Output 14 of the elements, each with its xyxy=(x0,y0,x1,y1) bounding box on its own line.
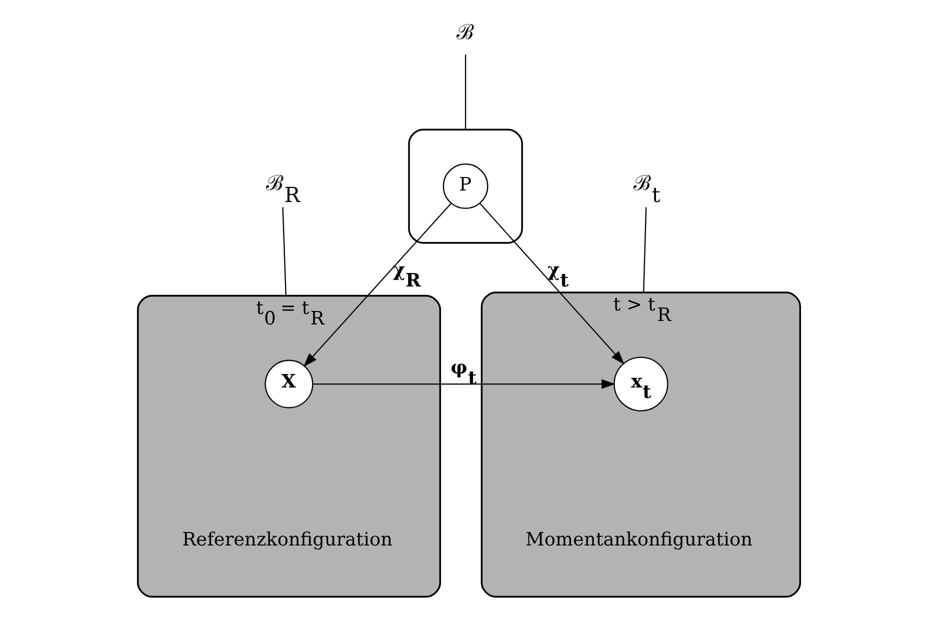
arrow xyxy=(478,202,624,365)
cluster xyxy=(480,292,801,598)
arrow xyxy=(302,202,452,367)
arrow xyxy=(312,379,615,389)
cluster xyxy=(136,294,441,598)
connector xyxy=(464,54,466,130)
node-circle: X xyxy=(264,360,313,408)
cluster xyxy=(408,128,522,244)
node-text: ℬ xyxy=(456,20,473,44)
node-label: Momentankonfiguration xyxy=(525,530,752,551)
connector xyxy=(642,207,646,292)
node-circle: P xyxy=(442,164,488,209)
connector xyxy=(282,207,286,296)
node-label: Referenzkonfiguration xyxy=(182,530,392,551)
